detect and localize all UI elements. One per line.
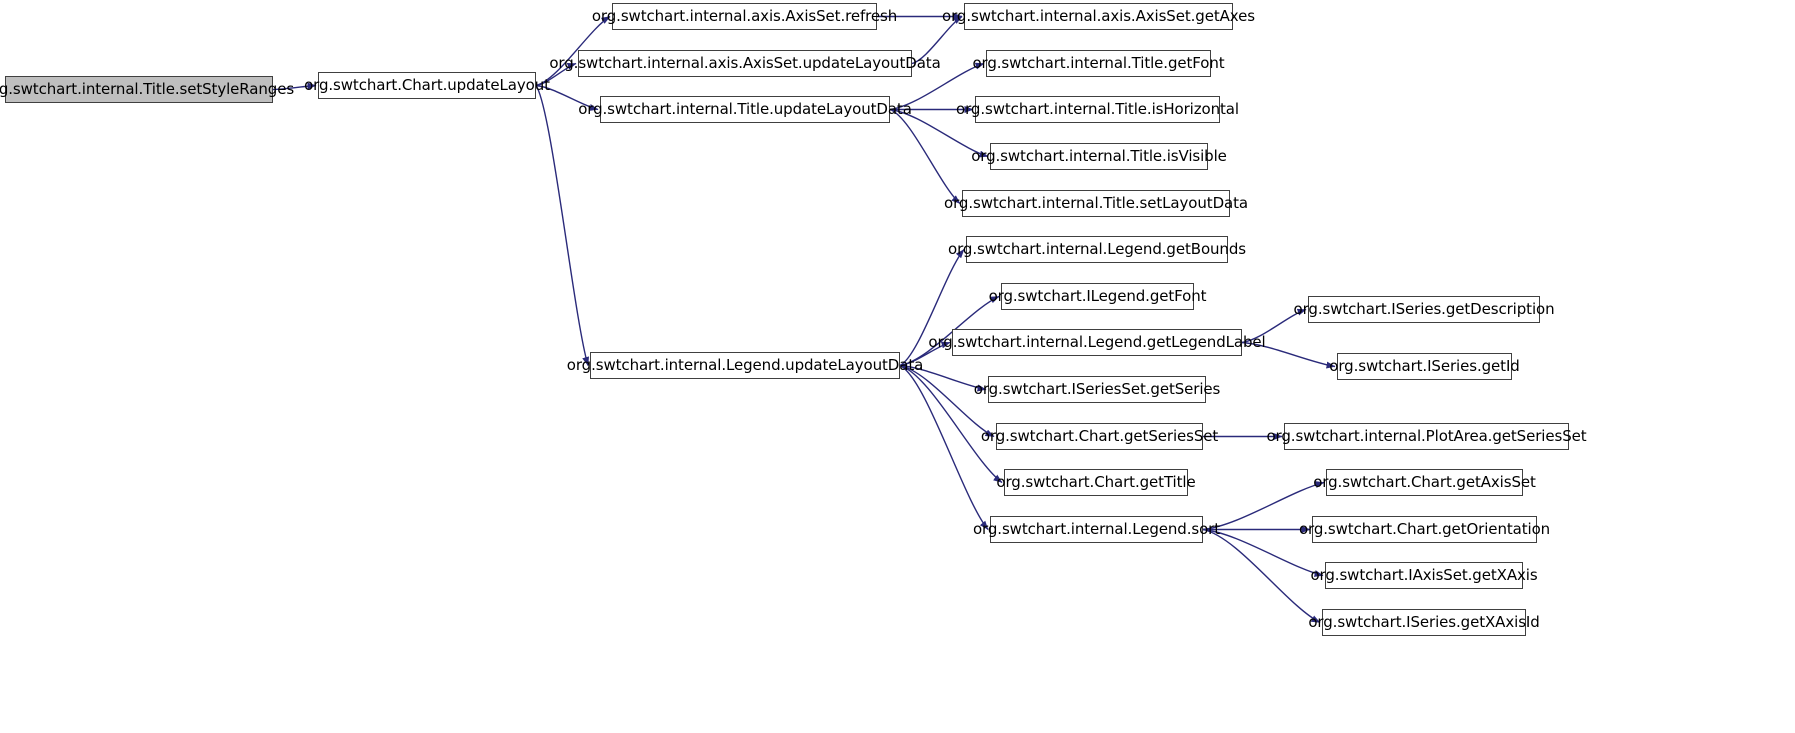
graph-node[interactable]: org.swtchart.internal.Title.getFont [972,50,1225,77]
graph-edge [535,85,590,366]
graph-node-label: org.swtchart.Chart.getOrientation [1298,520,1551,538]
graph-edge [1202,528,1321,624]
graph-node[interactable]: org.swtchart.Chart.getTitle [996,469,1196,496]
graph-node-label: org.swtchart.internal.axis.AxisSet.updat… [549,54,941,72]
graph-node-label: org.swtchart.Chart.getAxisSet [1313,473,1536,491]
graph-node-label: org.swtchart.internal.PlotArea.getSeries… [1266,427,1587,445]
graph-node[interactable]: org.swtchart.internal.PlotArea.getSeries… [1266,423,1587,450]
graph-node-label: org.swtchart.ISeries.getDescription [1293,300,1555,318]
graph-node-label: org.swtchart.ISeries.getId [1329,357,1520,375]
graph-node[interactable]: org.swtchart.internal.Title.setStyleRang… [0,76,294,103]
graph-node-label: org.swtchart.Chart.updateLayout [304,76,550,94]
graph-node-label: org.swtchart.internal.axis.AxisSet.getAx… [942,7,1255,25]
graph-node[interactable]: org.swtchart.ILegend.getFont [989,283,1207,310]
graph-node[interactable]: org.swtchart.internal.Legend.getLegendLa… [928,329,1266,356]
graph-node-label: org.swtchart.internal.axis.AxisSet.refre… [591,7,898,25]
graph-node-label: org.swtchart.internal.Legend.getBounds [948,240,1246,258]
graph-node-label: org.swtchart.IAxisSet.getXAxis [1310,566,1538,584]
graph-node[interactable]: org.swtchart.internal.Legend.sort [973,516,1220,543]
graph-node-label: org.swtchart.Chart.getSeriesSet [980,427,1219,445]
graph-node-label: org.swtchart.ISeries.getXAxisId [1308,613,1540,631]
graph-node[interactable]: org.swtchart.internal.axis.AxisSet.refre… [592,3,897,30]
graph-node[interactable]: org.swtchart.ISeries.getId [1329,353,1520,380]
graph-node[interactable]: org.swtchart.ISeries.getXAxisId [1308,609,1540,636]
graph-edge [899,364,995,438]
graph-node-label: org.swtchart.internal.Title.updateLayout… [578,100,912,118]
graph-node-label: org.swtchart.internal.Title.isVisible [971,147,1227,165]
graph-node[interactable]: org.swtchart.Chart.getSeriesSet [981,423,1218,450]
graph-node[interactable]: org.swtchart.internal.Title.isHorizontal [956,96,1239,123]
graph-node-label: org.swtchart.internal.Title.setStyleRang… [0,80,295,98]
graph-node[interactable]: org.swtchart.Chart.getOrientation [1299,516,1550,543]
graph-node[interactable]: org.swtchart.internal.Title.isVisible [971,143,1227,170]
graph-node[interactable]: org.swtchart.internal.axis.AxisSet.getAx… [942,3,1255,30]
graph-node-label: org.swtchart.Chart.getTitle [996,473,1196,491]
graph-node[interactable]: org.swtchart.ISeries.getDescription [1294,296,1555,323]
graph-node[interactable]: org.swtchart.internal.Title.updateLayout… [578,96,912,123]
graph-node[interactable]: org.swtchart.IAxisSet.getXAxis [1310,562,1538,589]
graph-node-label: org.swtchart.internal.Title.isHorizontal [956,100,1239,118]
graph-node[interactable]: org.swtchart.internal.Legend.updateLayou… [567,352,923,379]
graph-node-label: org.swtchart.internal.Title.getFont [972,54,1225,72]
graph-node[interactable]: org.swtchart.internal.Legend.getBounds [948,236,1246,263]
graph-node-label: org.swtchart.internal.Legend.getLegendLa… [928,333,1266,351]
graph-node[interactable]: org.swtchart.internal.Title.setLayoutDat… [944,190,1248,217]
graph-node-label: org.swtchart.internal.Legend.updateLayou… [566,356,924,374]
graph-node-label: org.swtchart.ISeriesSet.getSeries [973,380,1221,398]
graph-node[interactable]: org.swtchart.internal.axis.AxisSet.updat… [549,50,941,77]
graph-node-label: org.swtchart.internal.Title.setLayoutDat… [944,194,1248,212]
graph-node[interactable]: org.swtchart.ISeriesSet.getSeries [974,376,1220,403]
graph-node-label: org.swtchart.internal.Legend.sort [972,520,1221,538]
graph-node-label: org.swtchart.ILegend.getFont [988,287,1207,305]
graph-node[interactable]: org.swtchart.Chart.getAxisSet [1313,469,1536,496]
graph-node[interactable]: org.swtchart.Chart.updateLayout [304,72,550,99]
graph-edge [889,108,961,205]
